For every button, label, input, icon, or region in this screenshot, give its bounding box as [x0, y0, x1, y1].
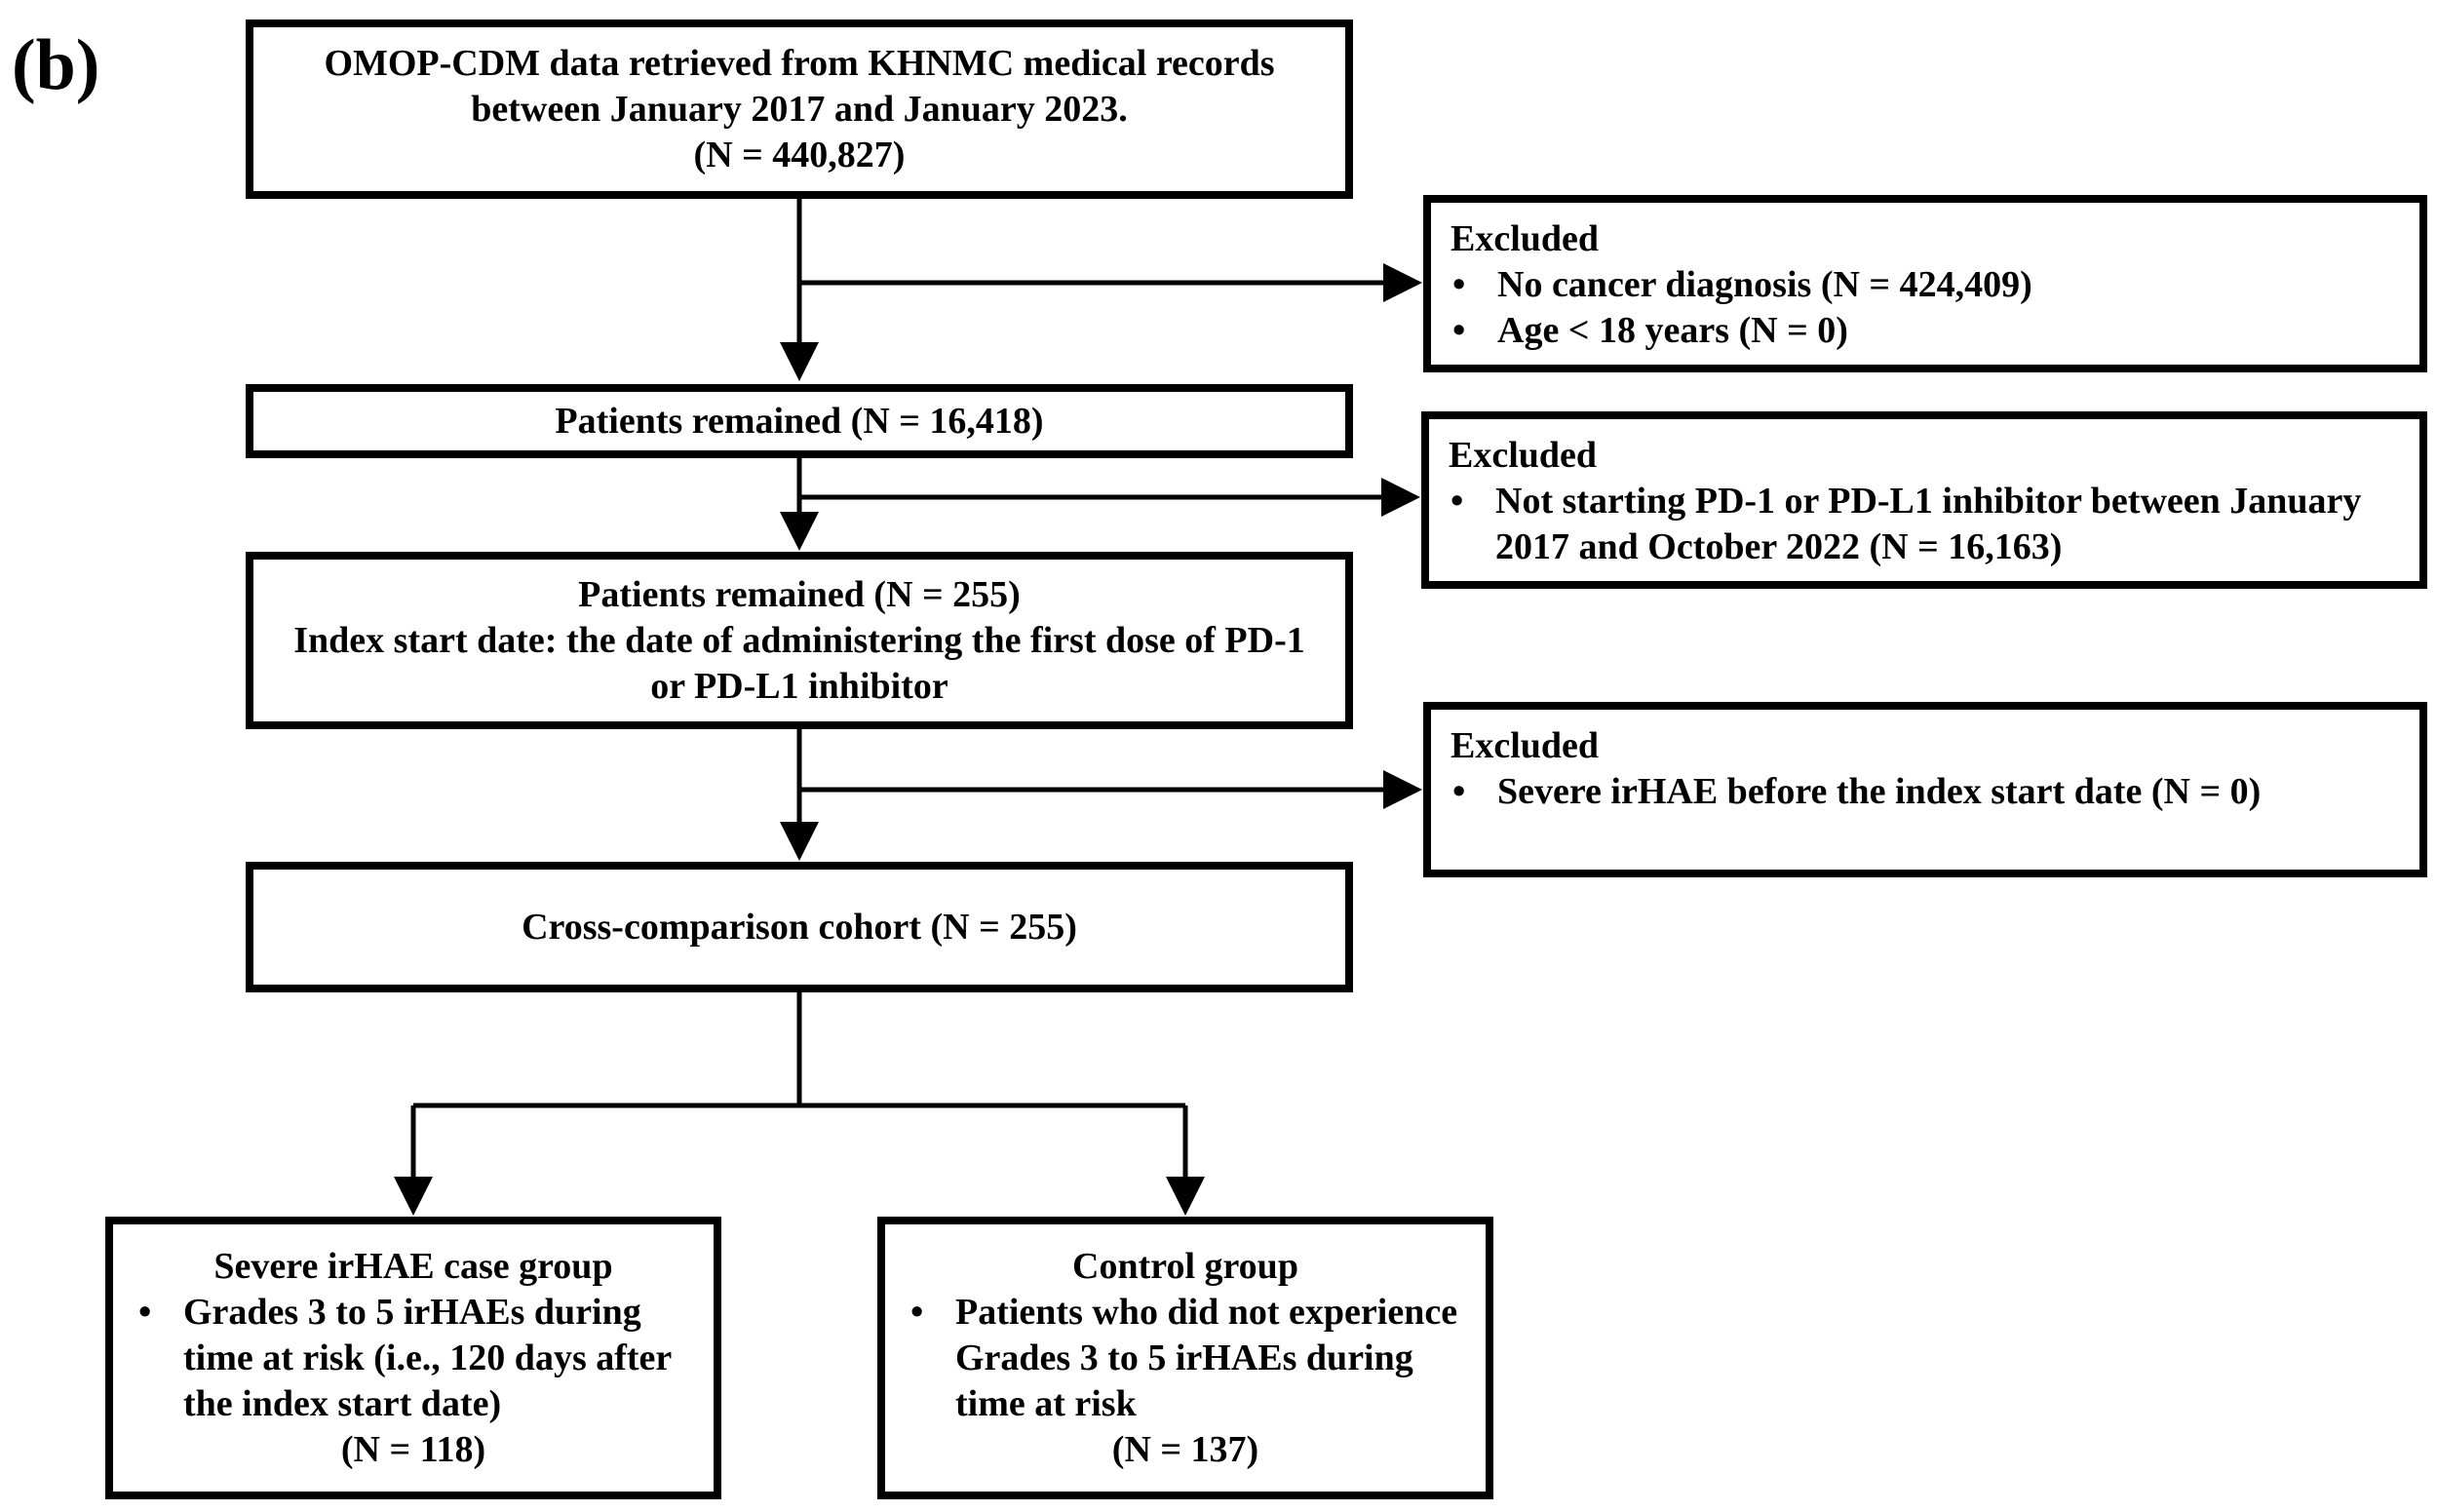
exclusion-box-1: Excluded No cancer diagnosis (N = 424,40…: [1423, 195, 2427, 372]
cohort-text: Cross-comparison cohort (N = 255): [522, 906, 1077, 948]
source-count: (N = 440,827): [693, 134, 906, 175]
control-group-title: Control group: [1072, 1246, 1298, 1287]
source-data-box: OMOP-CDM data retrieved from KHNMC medic…: [246, 19, 1353, 199]
exclusion-2-bullet-1: Not starting PD-1 or PD-L1 inhibitor bet…: [1449, 479, 2400, 570]
patients-remained-box-2: Patients remained (N = 255) Index start …: [246, 552, 1353, 729]
exclusion-3-heading: Excluded: [1451, 725, 1600, 766]
exclusion-box-3: Excluded Severe irHAE before the index s…: [1423, 702, 2427, 877]
case-group-count: (N = 118): [340, 1429, 486, 1470]
step2-line-2: Index start date: the date of administer…: [293, 619, 1305, 661]
case-group-title: Severe irHAE case group: [213, 1246, 613, 1287]
exclusion-2-heading: Excluded: [1449, 435, 1598, 476]
step2-line-1: Patients remained (N = 255): [578, 573, 1021, 615]
exclusion-box-2: Excluded Not starting PD-1 or PD-L1 inhi…: [1421, 411, 2427, 589]
exclusion-1-bullet-1: No cancer diagnosis (N = 424,409): [1451, 262, 2400, 308]
patients-remained-1-text: Patients remained (N = 16,418): [555, 400, 1044, 442]
panel-label: (b): [12, 25, 100, 105]
case-group-box: Severe irHAE case group Grades 3 to 5 ir…: [105, 1217, 721, 1499]
exclusion-3-bullet-1: Severe irHAE before the index start date…: [1451, 769, 2400, 815]
case-group-criterion: Grades 3 to 5 irHAEs during time at risk…: [136, 1290, 690, 1427]
step2-line-3: or PD-L1 inhibitor: [650, 665, 948, 707]
control-group-criterion: Patients who did not experience Grades 3…: [909, 1290, 1462, 1427]
source-line-2: between January 2017 and January 2023.: [471, 88, 1128, 130]
control-group-box: Control group Patients who did not exper…: [877, 1217, 1493, 1499]
exclusion-1-heading: Excluded: [1451, 218, 1600, 259]
control-group-count: (N = 137): [1111, 1429, 1259, 1470]
patients-remained-box-1: Patients remained (N = 16,418): [246, 384, 1353, 458]
exclusion-1-bullet-2: Age < 18 years (N = 0): [1451, 308, 2400, 354]
source-line-1: OMOP-CDM data retrieved from KHNMC medic…: [324, 42, 1275, 84]
cohort-box: Cross-comparison cohort (N = 255): [246, 862, 1353, 992]
